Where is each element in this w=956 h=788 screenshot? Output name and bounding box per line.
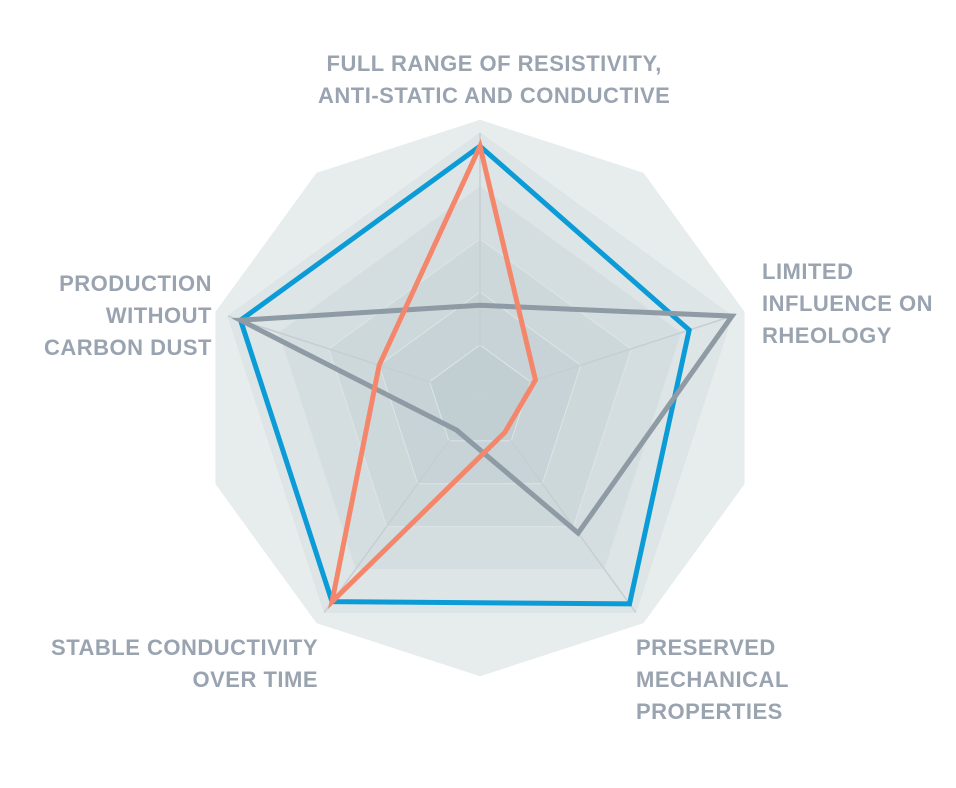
axis-label-line: LIMITED [762, 259, 854, 284]
axis-spoke-stability [323, 397, 481, 613]
series-1-point-mechanical [628, 602, 632, 606]
axis-label-mechanical: PRESERVED MECHANICAL PROPERTIES [636, 632, 789, 728]
axis-label-line: INFLUENCE ON [762, 291, 933, 316]
axis-label-resistivity: FULL RANGE OF RESISTIVITY, ANTI-STATIC A… [318, 48, 670, 112]
series-2-point-mechanical [576, 531, 580, 535]
axis-label-rheology: LIMITED INFLUENCE ON RHEOLOGY [762, 256, 933, 352]
axis-spoke-dust [227, 315, 481, 399]
series-line-2 [231, 302, 737, 537]
axis-label-line: ANTI-STATIC AND CONDUCTIVE [318, 83, 671, 108]
series-2-point-rheology [730, 314, 734, 318]
series-2-point-resistivity [478, 303, 482, 307]
series-3-point-stability [330, 600, 334, 604]
axis-label-stability: STABLE CONDUCTIVITY OVER TIME [51, 632, 318, 696]
axis-label-line: FULL RANGE OF RESISTIVITY, [326, 51, 662, 76]
axis-label-line: WITHOUT [105, 303, 212, 328]
axis-label-line: PRESERVED [636, 635, 776, 660]
axis-label-line: MECHANICAL [636, 667, 789, 692]
series-line-3 [327, 138, 539, 610]
series-3-point-resistivity [478, 144, 482, 148]
series-line-1 [237, 143, 692, 607]
axis-label-dust: PRODUCTION WITHOUT CARBON DUST [44, 268, 212, 364]
series-3-point-dust [377, 363, 381, 367]
series-1-point-rheology [687, 328, 691, 332]
axis-label-line: OVER TIME [192, 667, 318, 692]
series-2-point-dust [239, 318, 243, 322]
axis-label-line: RHEOLOGY [762, 323, 892, 348]
axis-label-line: PROPERTIES [636, 699, 783, 724]
axis-label-line: STABLE CONDUCTIVITY [51, 635, 318, 660]
series-2-point-stability [455, 428, 459, 432]
axis-label-line: PRODUCTION [59, 271, 212, 296]
axis-label-line: CARBON DUST [43, 335, 212, 360]
series-3-point-rheology [533, 378, 537, 382]
series-3-point-mechanical [503, 430, 507, 434]
